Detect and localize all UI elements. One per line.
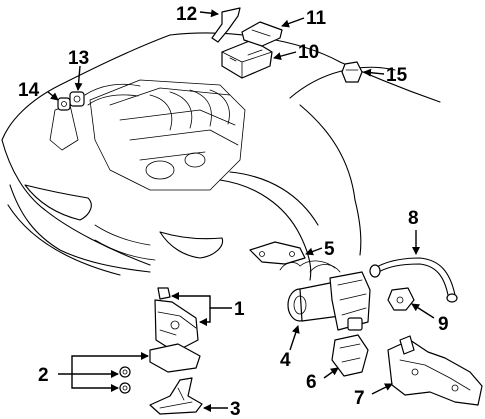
callout-pointers [47,9,435,412]
part-15-sensor [341,61,363,83]
part-4-actuator-assembly [279,260,371,331]
callout-labels: 1 2 3 4 5 6 7 8 9 10 11 12 13 14 15 [18,4,449,419]
callout-14: 14 [18,80,40,101]
part-3-bracket [149,377,203,415]
part-10-control-module [221,39,273,79]
callout-4: 4 [280,350,291,371]
part-2-fasteners [119,343,201,394]
callout-10: 10 [298,42,319,63]
part-1-mount [154,287,199,353]
part-5-bracket [249,241,306,265]
part-9-sensor [387,287,415,311]
callout-8: 8 [408,208,419,229]
callout-11: 11 [306,8,327,29]
callout-5: 5 [324,239,335,260]
part-6-bracket [331,334,369,377]
vehicle-body-outline [1,32,441,281]
callout-12: 12 [176,4,197,25]
callout-6: 6 [306,372,317,393]
callout-9: 9 [438,314,449,335]
callout-2: 2 [38,365,49,386]
callout-7: 7 [354,388,365,409]
part-12-bracket-strap [211,7,241,43]
callout-15: 15 [386,65,408,86]
part-11-bracket [241,21,283,47]
part-7-bracket-assembly [387,335,483,406]
callout-3: 3 [230,399,241,419]
callout-1: 1 [234,299,245,320]
callout-13: 13 [68,48,89,69]
part-14-sensor [57,97,71,111]
part-13-sensor [69,91,85,107]
part-8-hose-line [369,257,458,303]
